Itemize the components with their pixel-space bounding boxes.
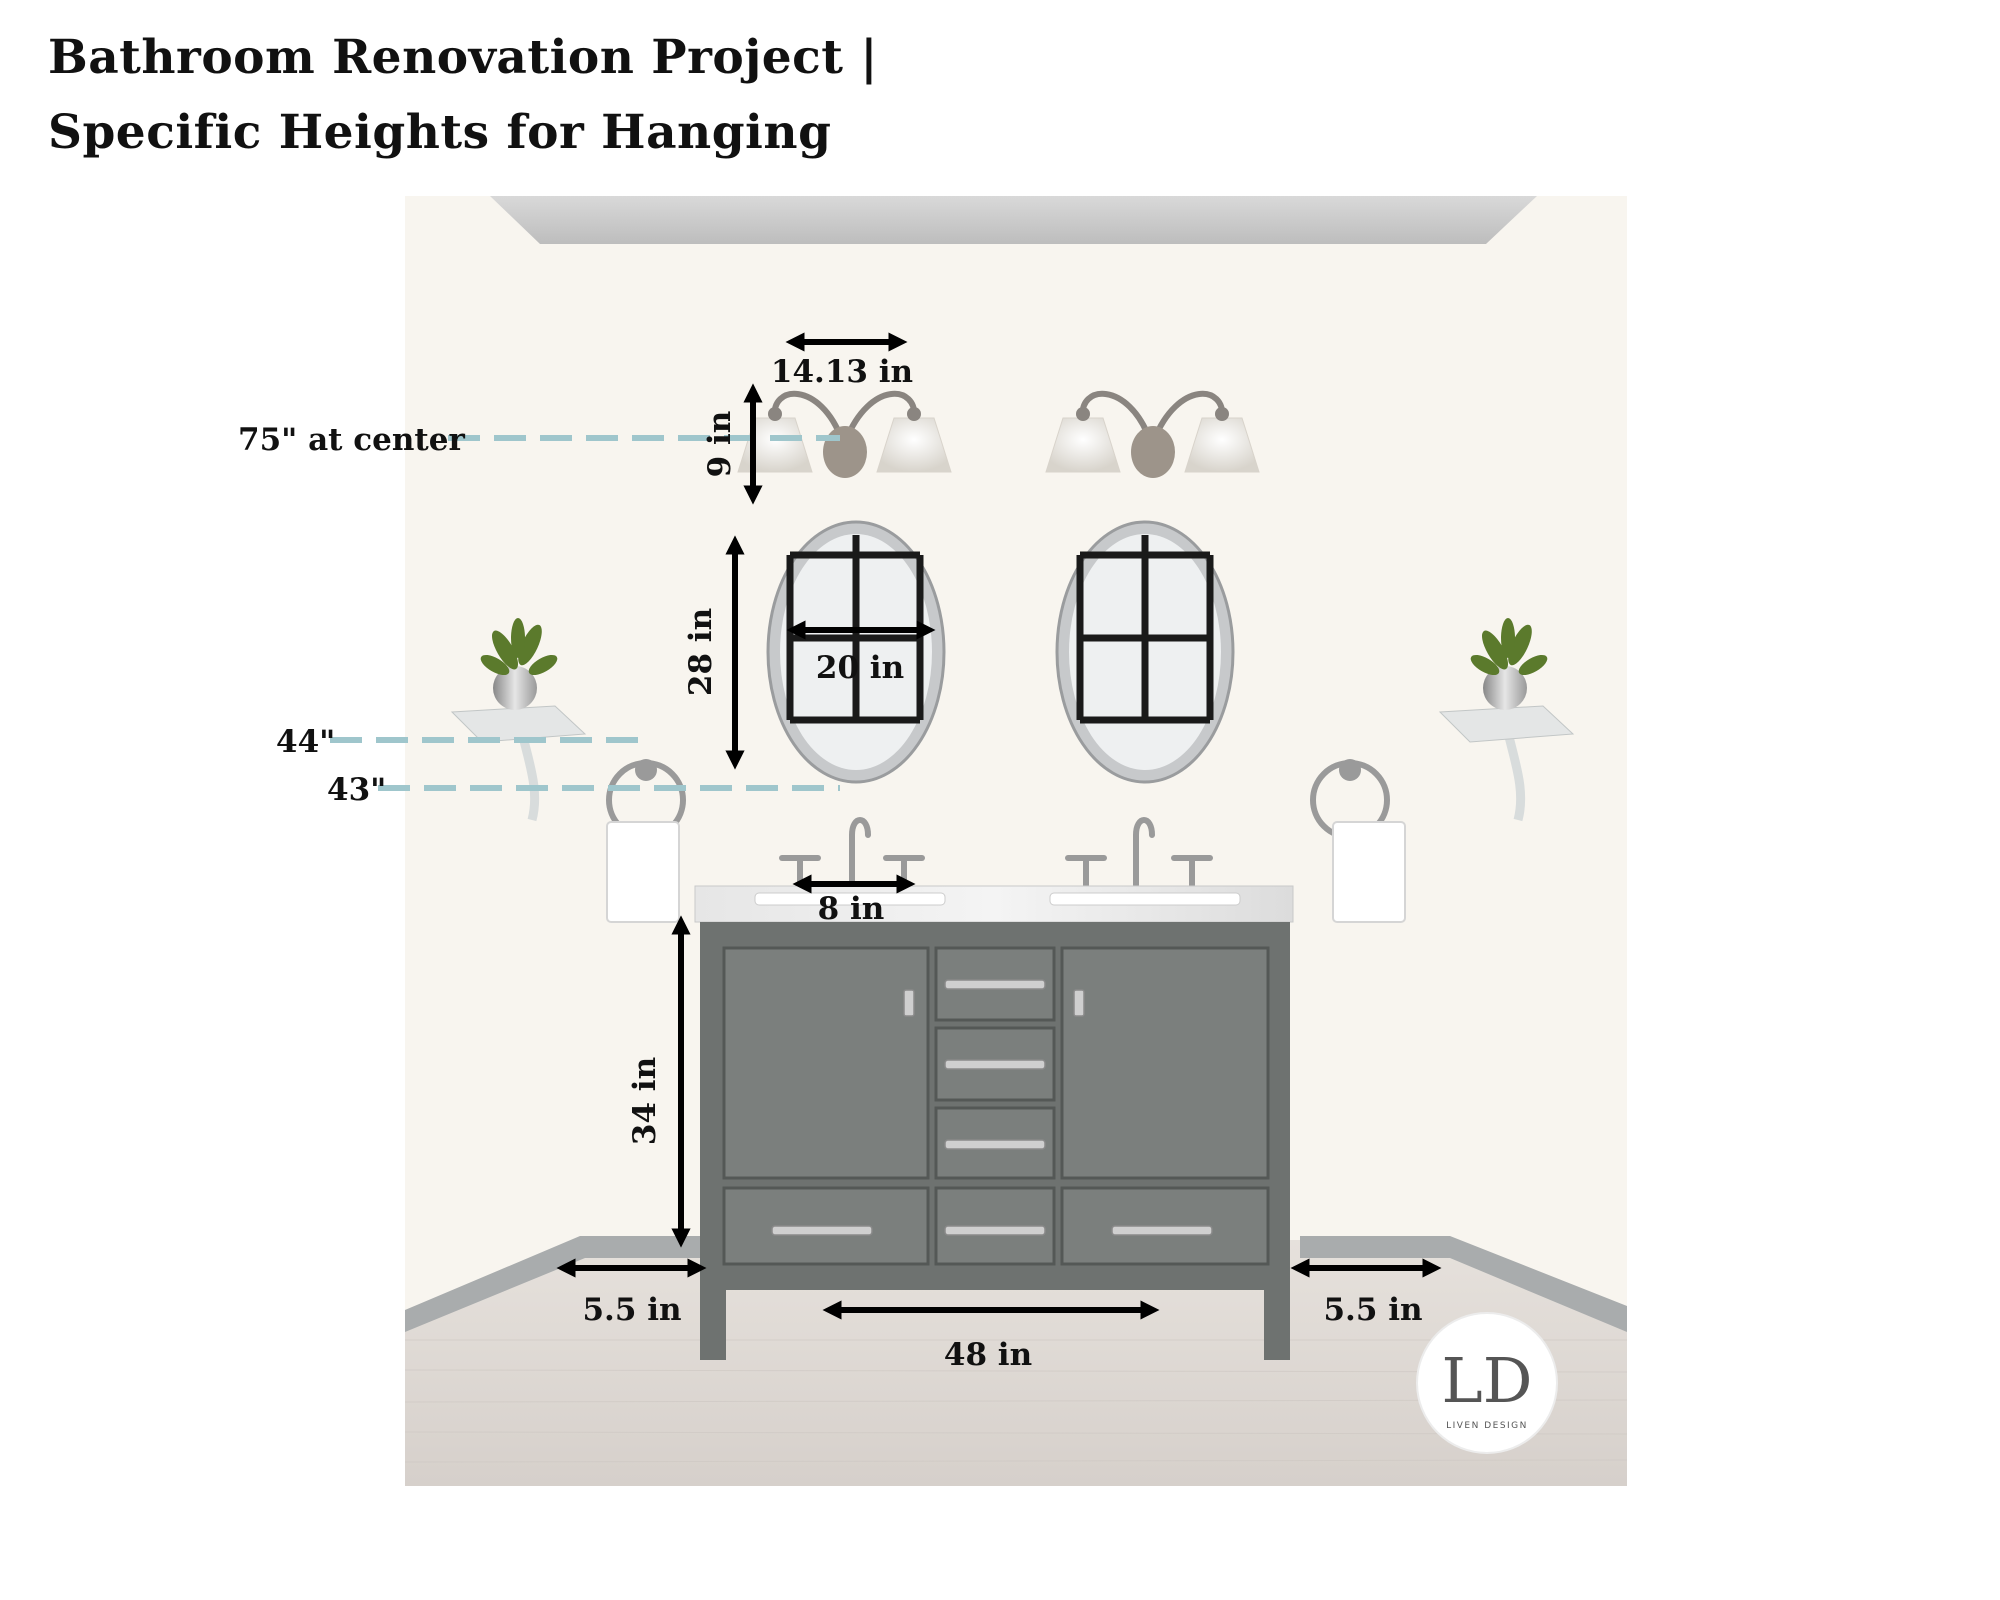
- towel-ring-right: [1310, 759, 1406, 923]
- plant-icon: [480, 618, 558, 676]
- label-sconce-height: 9 in: [702, 411, 738, 478]
- mirror-window-reflection: [1076, 535, 1214, 724]
- label-vanity-height: 34 in: [627, 1057, 663, 1145]
- ceiling-soffit: [490, 196, 1537, 244]
- logo-mark: LD: [1442, 1344, 1533, 1417]
- baseboard-left: [405, 1236, 700, 1332]
- label-mirror-width: 20 in: [816, 650, 904, 686]
- title-line-2: Specific Heights for Hanging: [48, 105, 832, 160]
- cabinet-door-left: [722, 946, 930, 1180]
- plant-icon: [1470, 618, 1548, 676]
- label-sconce-width: 14.13 in: [771, 354, 913, 390]
- sink-right: [1049, 892, 1241, 906]
- wall-shelf-right: [1438, 618, 1575, 822]
- plant-vase: [1483, 666, 1527, 710]
- floor-grain: [404, 1339, 1628, 1463]
- label-mirror-height: 28 in: [683, 608, 719, 696]
- baseboard-right: [1300, 1236, 1627, 1332]
- double-vanity: [694, 885, 1294, 1360]
- height-guide-lines: [330, 435, 840, 791]
- faucet-right: [1065, 817, 1213, 891]
- label-vanity-width: 48 in: [944, 1337, 1032, 1373]
- vanity-leg-right: [1264, 1280, 1290, 1360]
- hand-towel: [606, 821, 680, 923]
- note-towel-ring-height: 43": [327, 772, 386, 808]
- oval-mirror-right: [1055, 520, 1235, 784]
- mirror-window-reflection: [786, 535, 924, 724]
- wall-shelf-left: [450, 618, 587, 822]
- cabinet-door-right: [1060, 946, 1270, 1180]
- towel-ring-left: [606, 759, 686, 923]
- dimension-arrows: [556, 332, 1442, 1320]
- title-line-1: Bathroom Renovation Project |: [48, 30, 878, 85]
- oval-mirror-left: [766, 520, 946, 784]
- vanity-sconce-right: [1045, 390, 1260, 478]
- logo-name: LIVEN DESIGN: [1446, 1421, 1528, 1431]
- hand-towel: [1332, 821, 1406, 923]
- cabinet-handles: [771, 979, 1213, 1236]
- vanity-leg-left: [700, 1280, 726, 1360]
- note-sconce-center: 75" at center: [238, 422, 465, 458]
- label-left-clearance: 5.5 in: [582, 1292, 681, 1328]
- liven-design-logo: LD LIVEN DESIGN: [1416, 1312, 1558, 1454]
- label-right-clearance: 5.5 in: [1323, 1292, 1422, 1328]
- note-shelf-height: 44": [276, 724, 335, 760]
- label-faucet-spread: 8 in: [818, 891, 885, 927]
- plant-vase: [493, 666, 537, 710]
